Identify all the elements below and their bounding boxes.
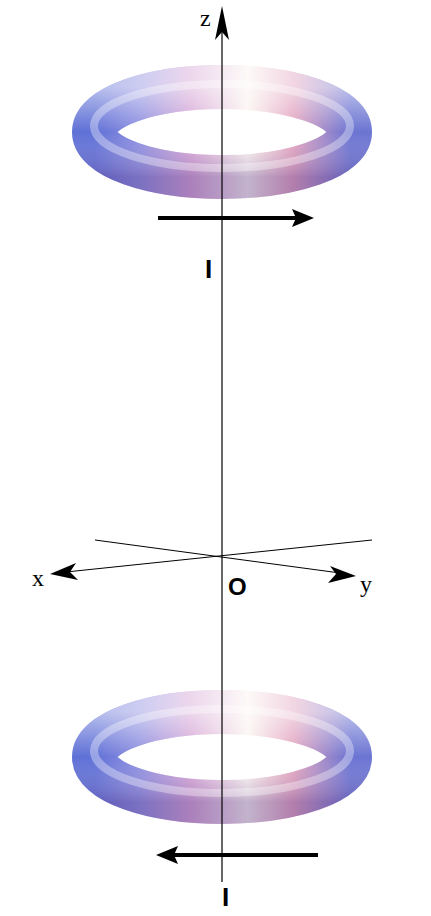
x-arrowhead bbox=[50, 563, 78, 580]
current-label: I bbox=[222, 884, 229, 910]
axis-label: x bbox=[32, 566, 44, 590]
axis-label: z bbox=[200, 6, 211, 30]
current-arrow bbox=[166, 853, 318, 857]
axis-label: y bbox=[360, 572, 372, 596]
x-axis bbox=[66, 540, 372, 572]
current-arrowhead bbox=[292, 209, 314, 227]
z-axis bbox=[221, 22, 222, 882]
current-arrow bbox=[158, 216, 306, 220]
y-axis bbox=[95, 540, 340, 573]
current-arrowhead bbox=[156, 846, 178, 864]
z-arrowhead bbox=[215, 6, 229, 40]
current-label: I bbox=[205, 256, 212, 282]
origin-label: O bbox=[228, 575, 247, 599]
y-arrowhead bbox=[328, 566, 356, 583]
